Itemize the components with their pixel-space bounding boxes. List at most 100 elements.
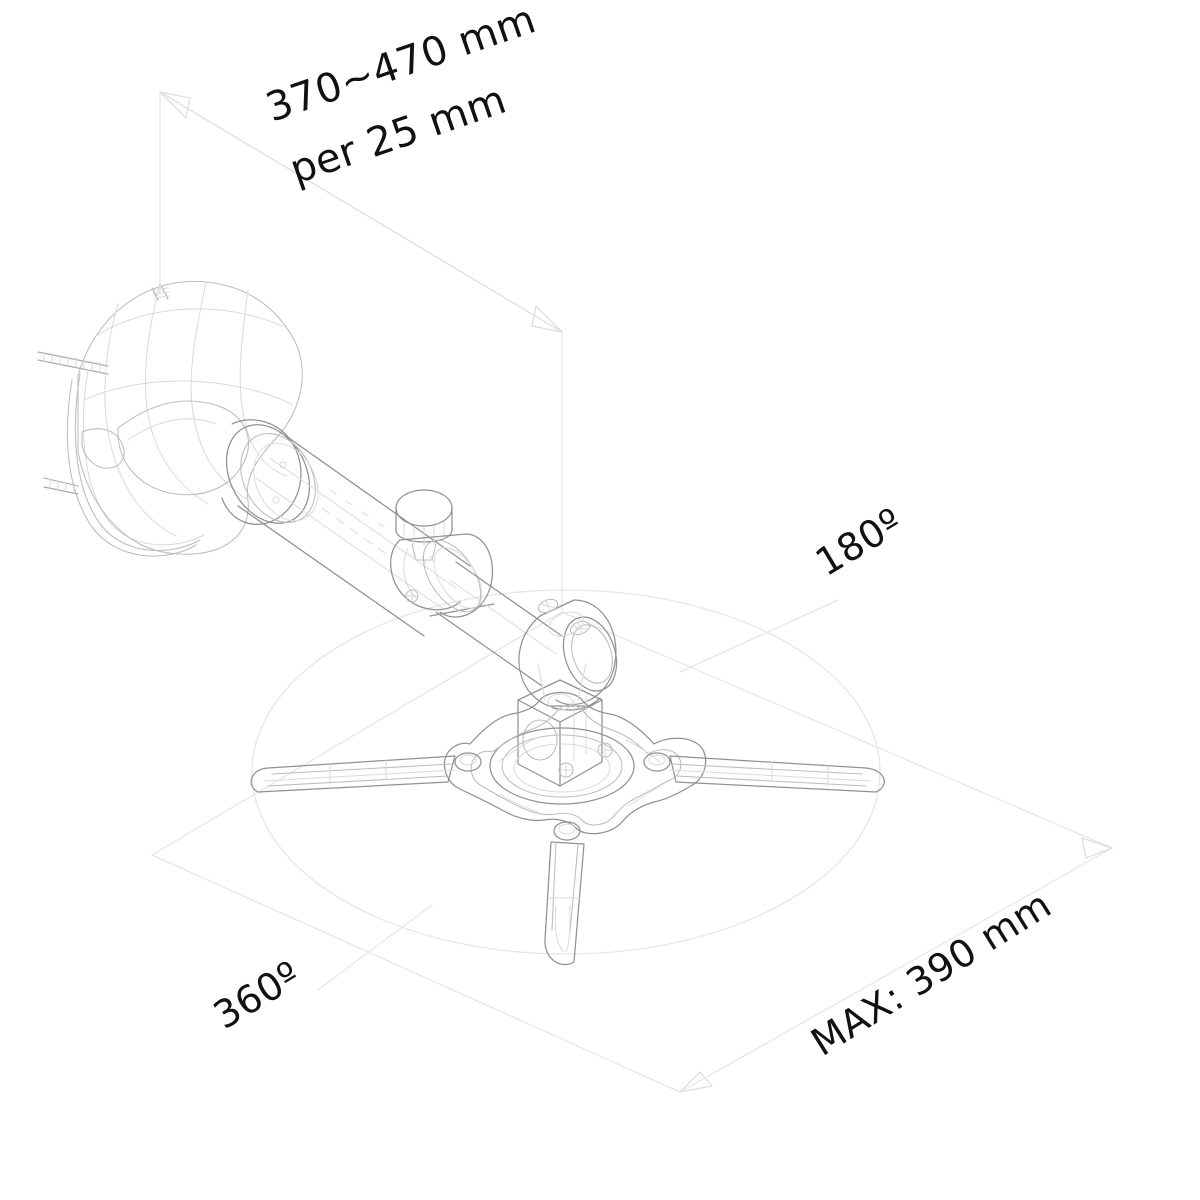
projector-arm-left[interactable] — [250, 755, 456, 793]
leader-line-360 — [317, 904, 433, 991]
knob-top-face[interactable] — [395, 489, 453, 527]
telescoping-extension-tube — [237, 435, 563, 687]
dome-band-mid — [83, 380, 293, 405]
plate-rib-ne — [625, 739, 661, 763]
collar-shade-line — [403, 547, 417, 599]
pivot-right[interactable] — [643, 752, 671, 772]
plate-rib-nw — [497, 737, 537, 763]
dome-silhouette — [77, 280, 303, 555]
collar-bore — [433, 547, 483, 609]
arm-back-stub — [537, 663, 587, 701]
arm-left-slot-top — [271, 763, 453, 775]
diamond-vertex-tick-right — [1081, 837, 1113, 859]
pivot-front[interactable] — [553, 821, 581, 841]
flange-rim-inner-b — [82, 369, 205, 546]
tube-outer-hl-2 — [255, 477, 443, 609]
pivot-right-inner — [648, 754, 666, 766]
projector-arm-right[interactable] — [669, 755, 885, 793]
pivot-block-grooves — [573, 695, 587, 761]
plate-center-disc-outer — [489, 727, 635, 805]
arm-left-body — [250, 755, 456, 793]
arm-front-body — [544, 841, 585, 966]
projector-arm-back[interactable] — [537, 663, 587, 701]
tube-inner-top-edge — [455, 561, 563, 637]
plate-arm-pivots[interactable] — [454, 693, 671, 841]
projector-arm-front[interactable] — [544, 841, 585, 966]
arm-right-slot-top — [671, 763, 863, 775]
dome-meridian-3 — [144, 283, 209, 505]
joint-bore-inner — [571, 624, 613, 684]
tube-collar-clamp[interactable] — [390, 530, 495, 621]
dimension-arrow-left — [159, 91, 191, 119]
plate-spider-inner-contour — [470, 704, 682, 826]
pivot-left-inner — [459, 754, 477, 766]
pivot-front-inner — [558, 823, 576, 835]
tube-index-marks — [321, 489, 387, 555]
pivot-left[interactable] — [454, 752, 482, 772]
arm-front-slot-left — [551, 841, 557, 931]
joint-housing-back — [518, 615, 601, 711]
plate-rib-se — [627, 785, 661, 807]
tube-lock-knob[interactable] — [395, 489, 453, 564]
ceiling-mount-dome-plate — [37, 280, 319, 557]
collar-outer-front — [439, 533, 494, 618]
tube-inner-hl — [449, 579, 557, 655]
plate-rib-sw — [499, 793, 539, 813]
leader-line-180 — [679, 599, 839, 673]
screw-threads-upper — [43, 351, 101, 372]
collar-outer-back — [390, 539, 461, 611]
dome-meridian-2 — [239, 289, 287, 477]
flange-rim-inner-a — [74, 373, 201, 551]
pivot-block-top-edges — [517, 699, 603, 723]
joint-housing-top — [539, 599, 575, 617]
dome-meridian-1 — [190, 281, 249, 501]
tube-outer-bottom-edge — [237, 505, 425, 637]
flange-rim-outer — [66, 379, 197, 557]
plate-center-disc-bore — [513, 743, 611, 793]
arm-right-center-line — [669, 769, 871, 782]
arm-left-slot-bottom — [267, 775, 449, 787]
max-plate-width-label: MAX: 390 mm — [803, 882, 1059, 1064]
collar-screw-head[interactable] — [405, 589, 419, 603]
plate-center-disc-inner — [501, 734, 623, 798]
arm-front-slot-right — [569, 844, 579, 933]
tube-outer-hl-1 — [269, 457, 457, 589]
tilt-rotation-label: 180º — [808, 499, 910, 584]
tube-inner-bottom-edge — [435, 611, 543, 687]
construction-geometry — [151, 91, 1113, 1093]
neck-bore-opening — [253, 442, 319, 522]
wall-anchor-screws — [37, 286, 171, 495]
knob-knurling — [403, 521, 445, 547]
arm-left-center-line — [263, 769, 456, 782]
screw-shank-upper-b — [37, 359, 109, 375]
dome-neck-outer — [221, 419, 302, 525]
ground-plane-parallelogram — [151, 611, 1113, 1093]
dimension-arrow-right — [531, 305, 563, 333]
pivot-rear[interactable] — [547, 693, 573, 711]
joint-bore-outer — [562, 616, 618, 692]
universal-projector-plate — [250, 663, 885, 966]
arm-right-body — [669, 755, 885, 793]
joint-housing-front — [555, 599, 617, 706]
collar-screw-slot — [406, 590, 418, 602]
dome-inner-shade — [117, 400, 249, 496]
screw-threads-lower — [49, 478, 75, 494]
dome-meridian-4 — [104, 303, 177, 537]
swivel-rotation-ellipse — [251, 589, 881, 955]
joint-oval-recess — [548, 611, 584, 637]
ball-swivel-joint[interactable] — [517, 597, 626, 787]
screw-shank-upper — [37, 351, 109, 367]
pivot-bolt-hole — [522, 719, 558, 761]
plate-spider-outline — [443, 691, 707, 835]
dimension-line-drop — [159, 91, 563, 333]
arm-front-inner-a — [554, 905, 565, 953]
pivot-screw-1[interactable] — [558, 762, 574, 778]
arm-front-inner-b — [565, 905, 571, 953]
bore-detail-b — [272, 496, 280, 504]
neck-collar-ring-1 — [225, 424, 311, 524]
swivel-rotation-label: 360º — [206, 952, 308, 1037]
arm-right-slot-bottom — [675, 775, 867, 787]
diamond-vertex-tick-bottom — [679, 1071, 713, 1093]
